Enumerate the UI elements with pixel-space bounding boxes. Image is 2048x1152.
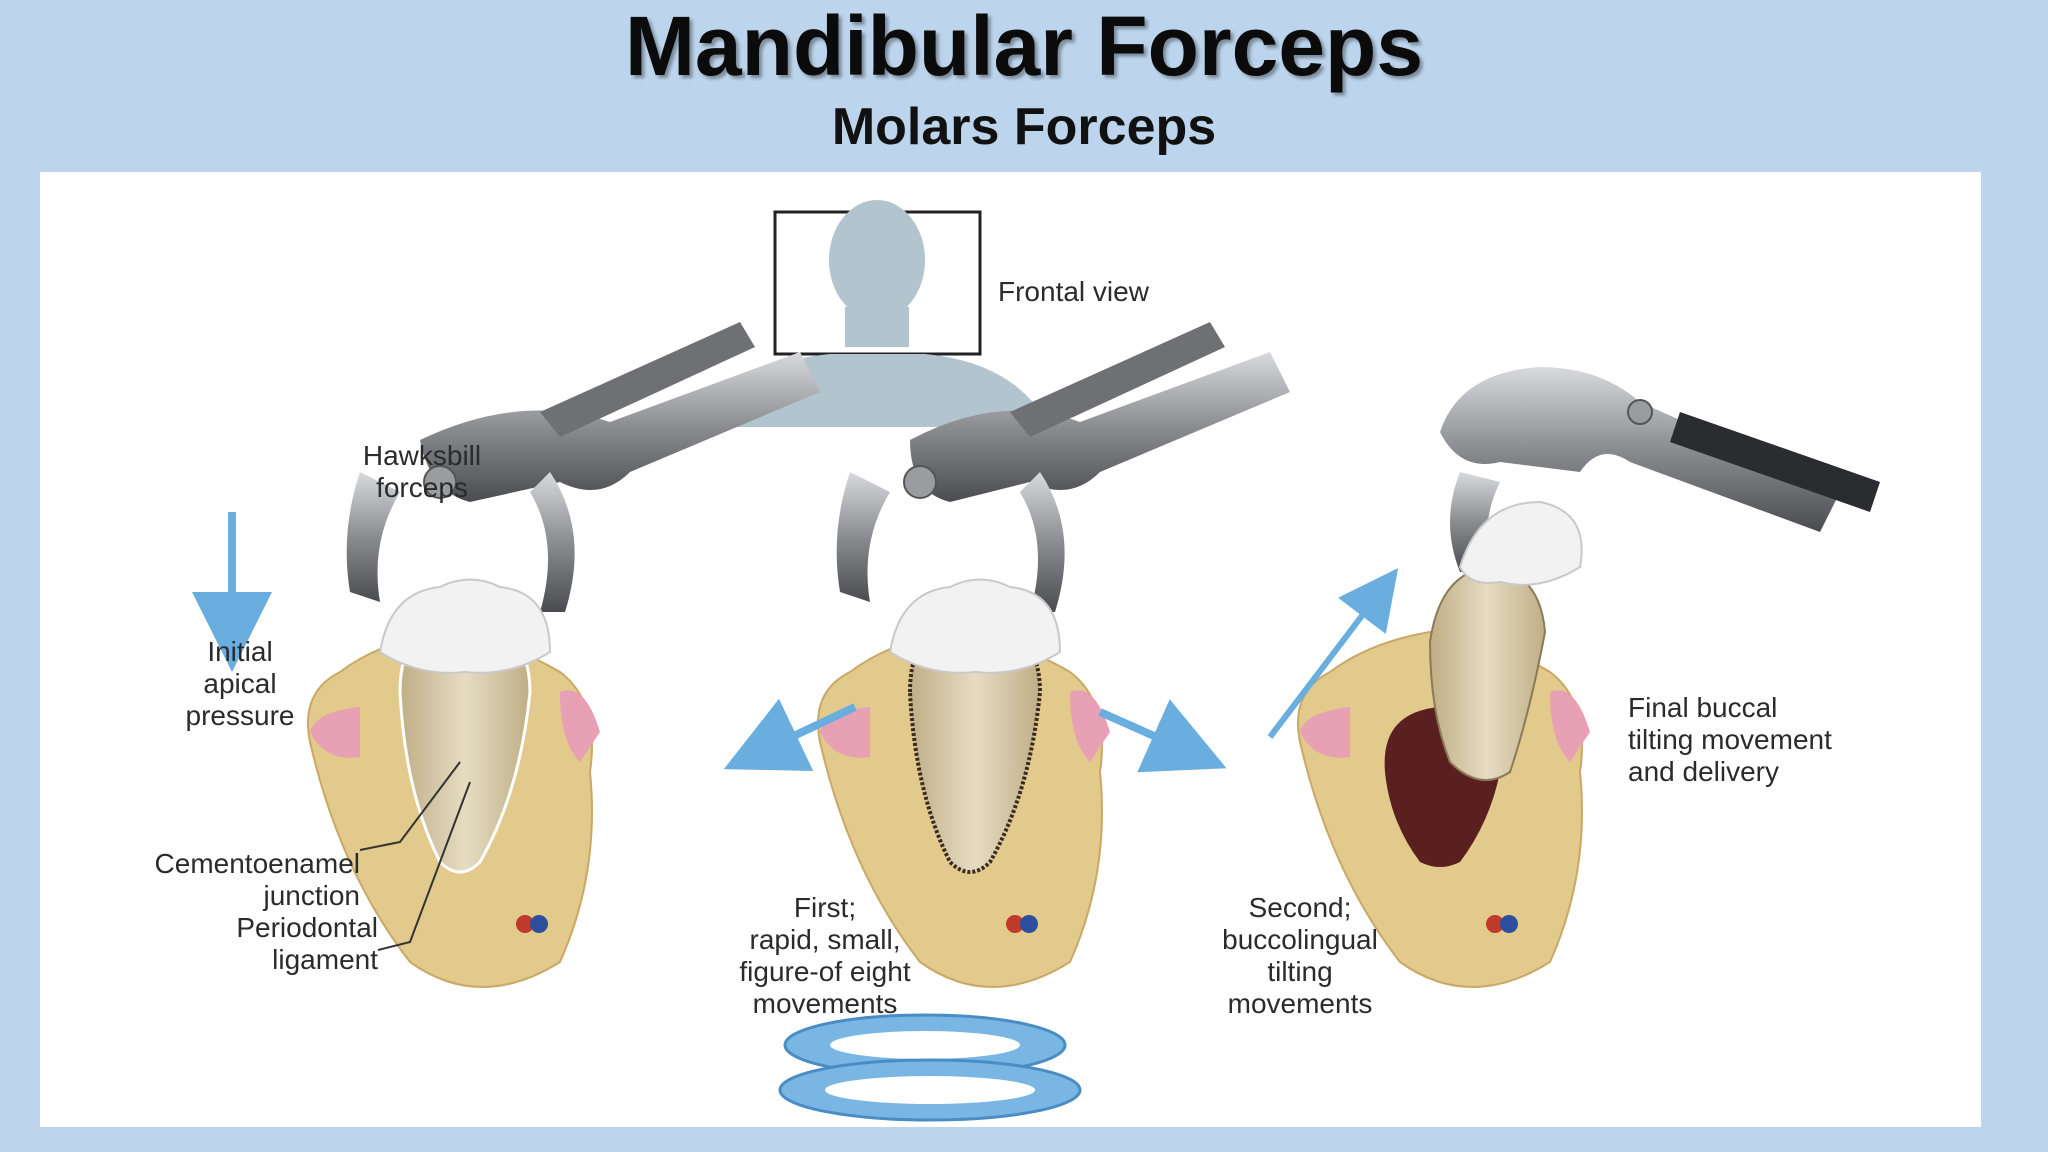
forceps-1-icon	[346, 322, 820, 612]
figure-eight-icon	[778, 1013, 1082, 1122]
tooth-section-1	[307, 578, 600, 988]
initial-pressure-label: Initial apical pressure	[185, 636, 295, 731]
tooth-section-3	[1297, 500, 1590, 988]
second-step-label: Second; buccolingual tilting movements	[1222, 892, 1378, 1019]
slide-title: Mandibular Forceps	[624, 0, 1424, 93]
diagram-panel: Frontal view Hawksbill forceps Initial a…	[40, 172, 1981, 1127]
extraction-diagram	[192, 200, 1880, 1122]
slide-subtitle: Molars Forceps	[831, 98, 1217, 156]
frontal-view-label: Frontal view	[998, 276, 1149, 307]
movement-arrows	[192, 512, 1399, 773]
delivery-arrow	[1267, 568, 1399, 739]
forceps-label: Hawksbill forceps	[362, 440, 482, 503]
lingual-arrow	[723, 698, 857, 772]
pdl-label: Periodontal ligament	[236, 912, 378, 975]
buccal-arrow	[1098, 699, 1227, 773]
forceps-2-icon	[836, 322, 1290, 612]
final-step-label: Final buccal tilting movement and delive…	[1628, 692, 1832, 787]
forceps-3-icon	[1440, 367, 1880, 572]
cej-label: Cementoenamel junction	[154, 848, 360, 911]
first-step-label: First; rapid, small, figure-of eight mov…	[739, 892, 911, 1019]
tooth-section-2	[817, 578, 1110, 988]
leader-lines	[359, 761, 471, 951]
